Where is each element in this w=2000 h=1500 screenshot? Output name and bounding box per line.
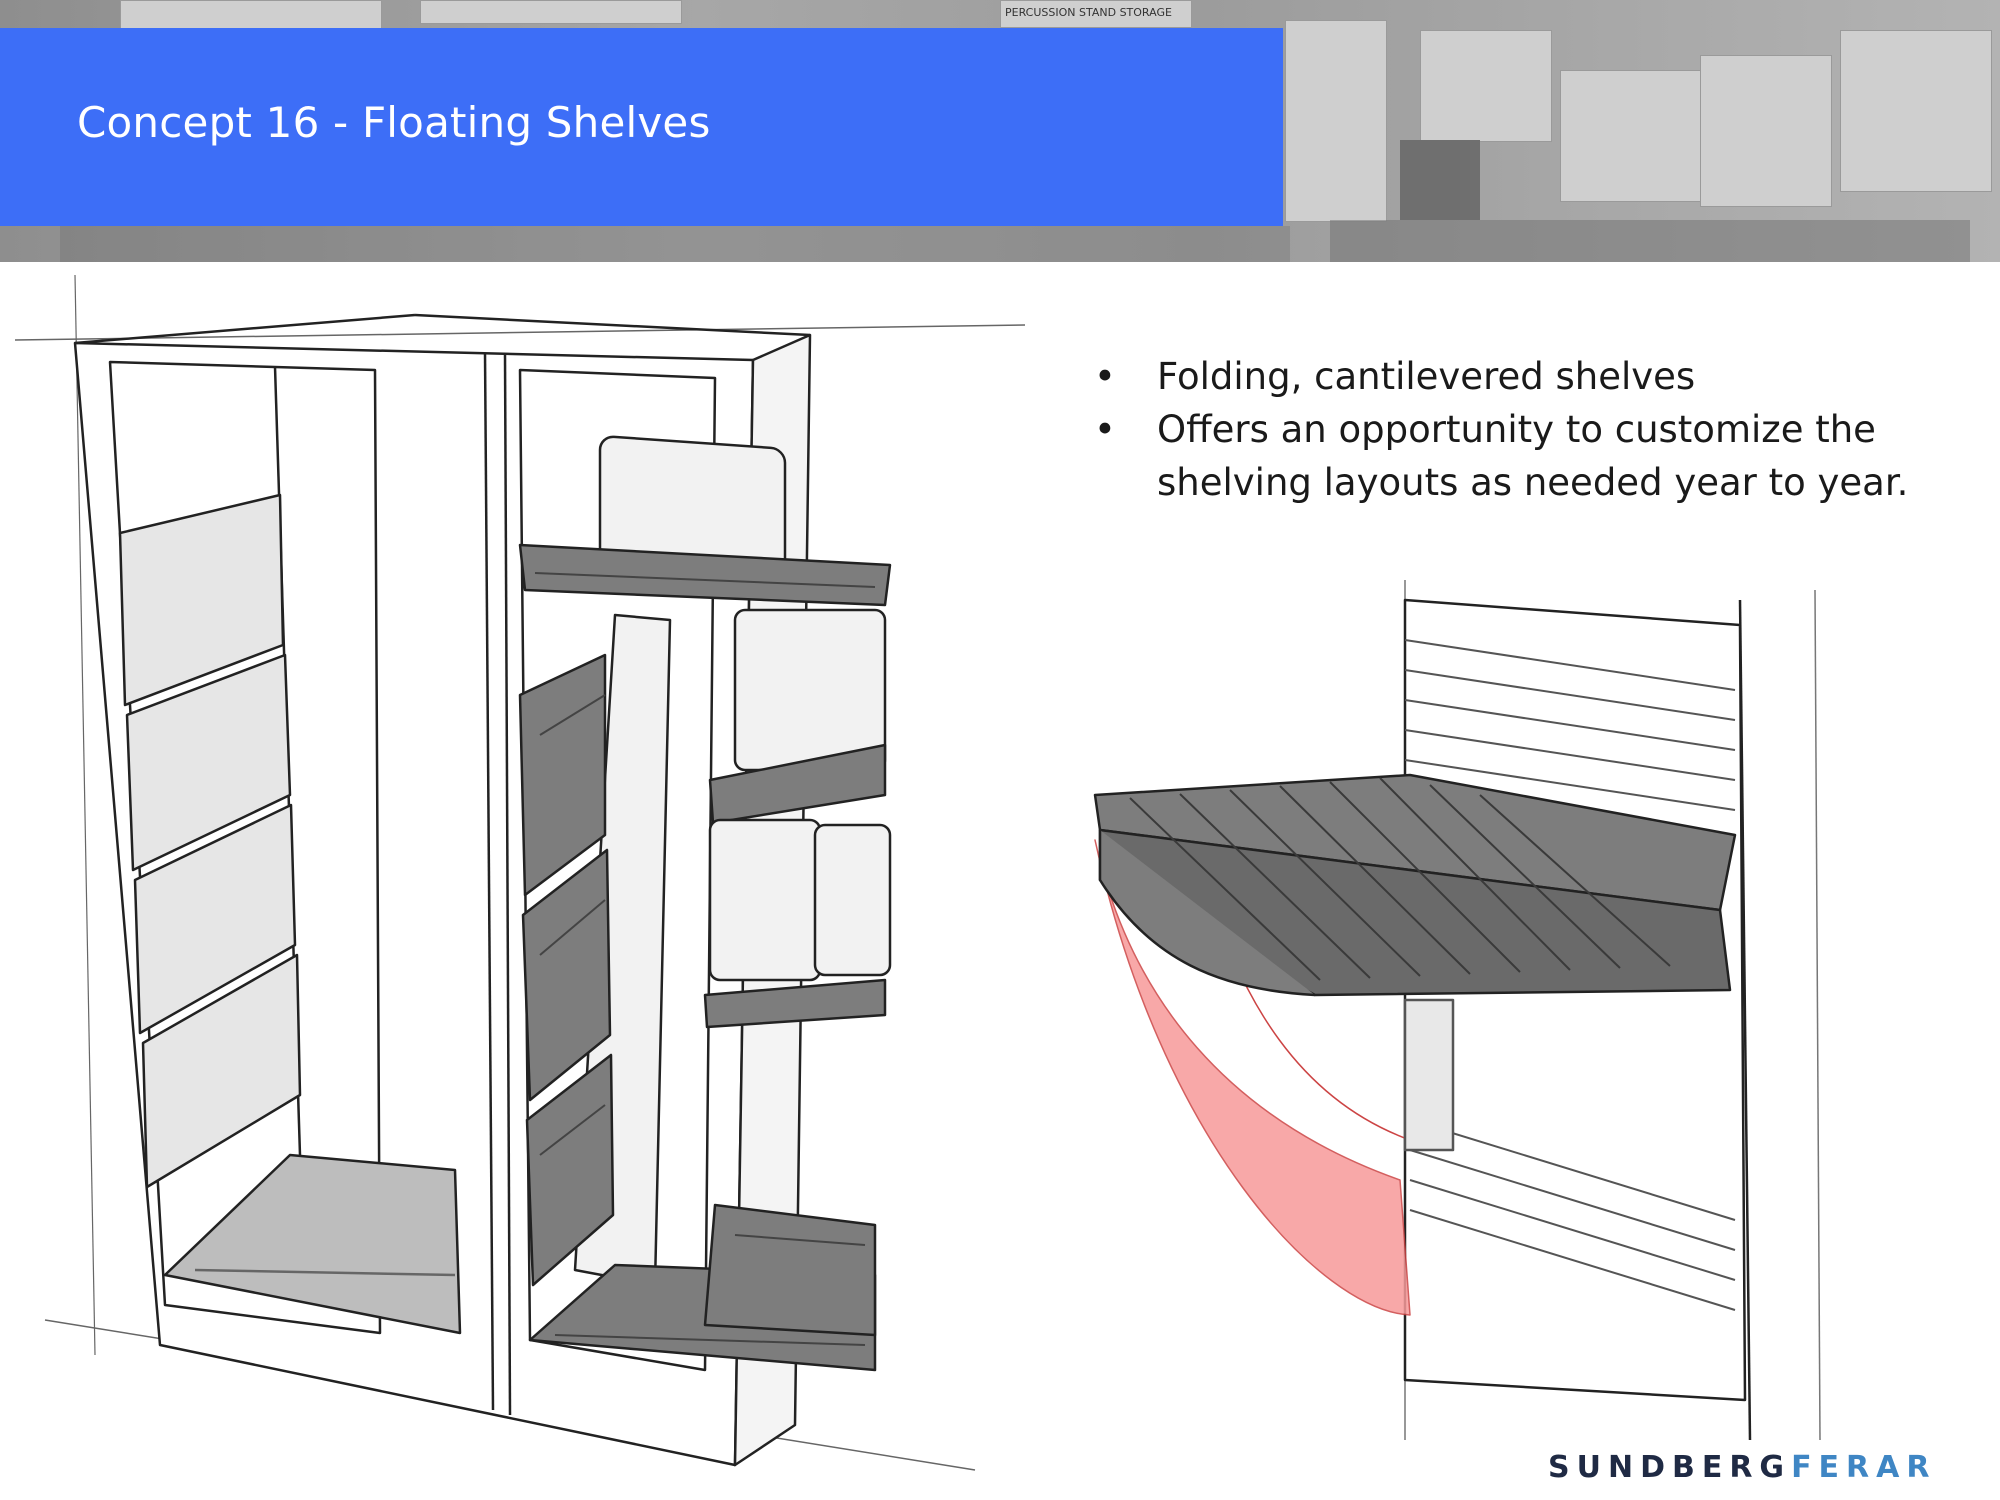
bullet-text: Offers an opportunity to customize the s… [1157,408,1909,504]
logo-text-part1: SUNDBERG [1548,1450,1792,1485]
logo-text-part2: FERAR [1791,1450,1937,1485]
bullet-text: Folding, cantilevered shelves [1157,355,1696,398]
bullet-list: • Folding, cantilevered shelves • Offers… [1090,350,1950,509]
bullet-item: • Folding, cantilevered shelves [1090,350,1950,403]
bullet-marker: • [1094,355,1116,398]
bullet-marker: • [1094,408,1116,451]
title-bar [0,28,1283,226]
header-photo-sign: PERCUSSION STAND STORAGE [1005,6,1172,19]
cabinet-sketch [15,275,1025,1471]
slide-title: Concept 16 - Floating Shelves [77,98,711,147]
company-logo: SUNDBERGFERAR [1548,1450,1936,1485]
shelf-detail-sketch [1093,580,1821,1440]
bullet-item: • Offers an opportunity to customize the… [1090,403,1950,509]
